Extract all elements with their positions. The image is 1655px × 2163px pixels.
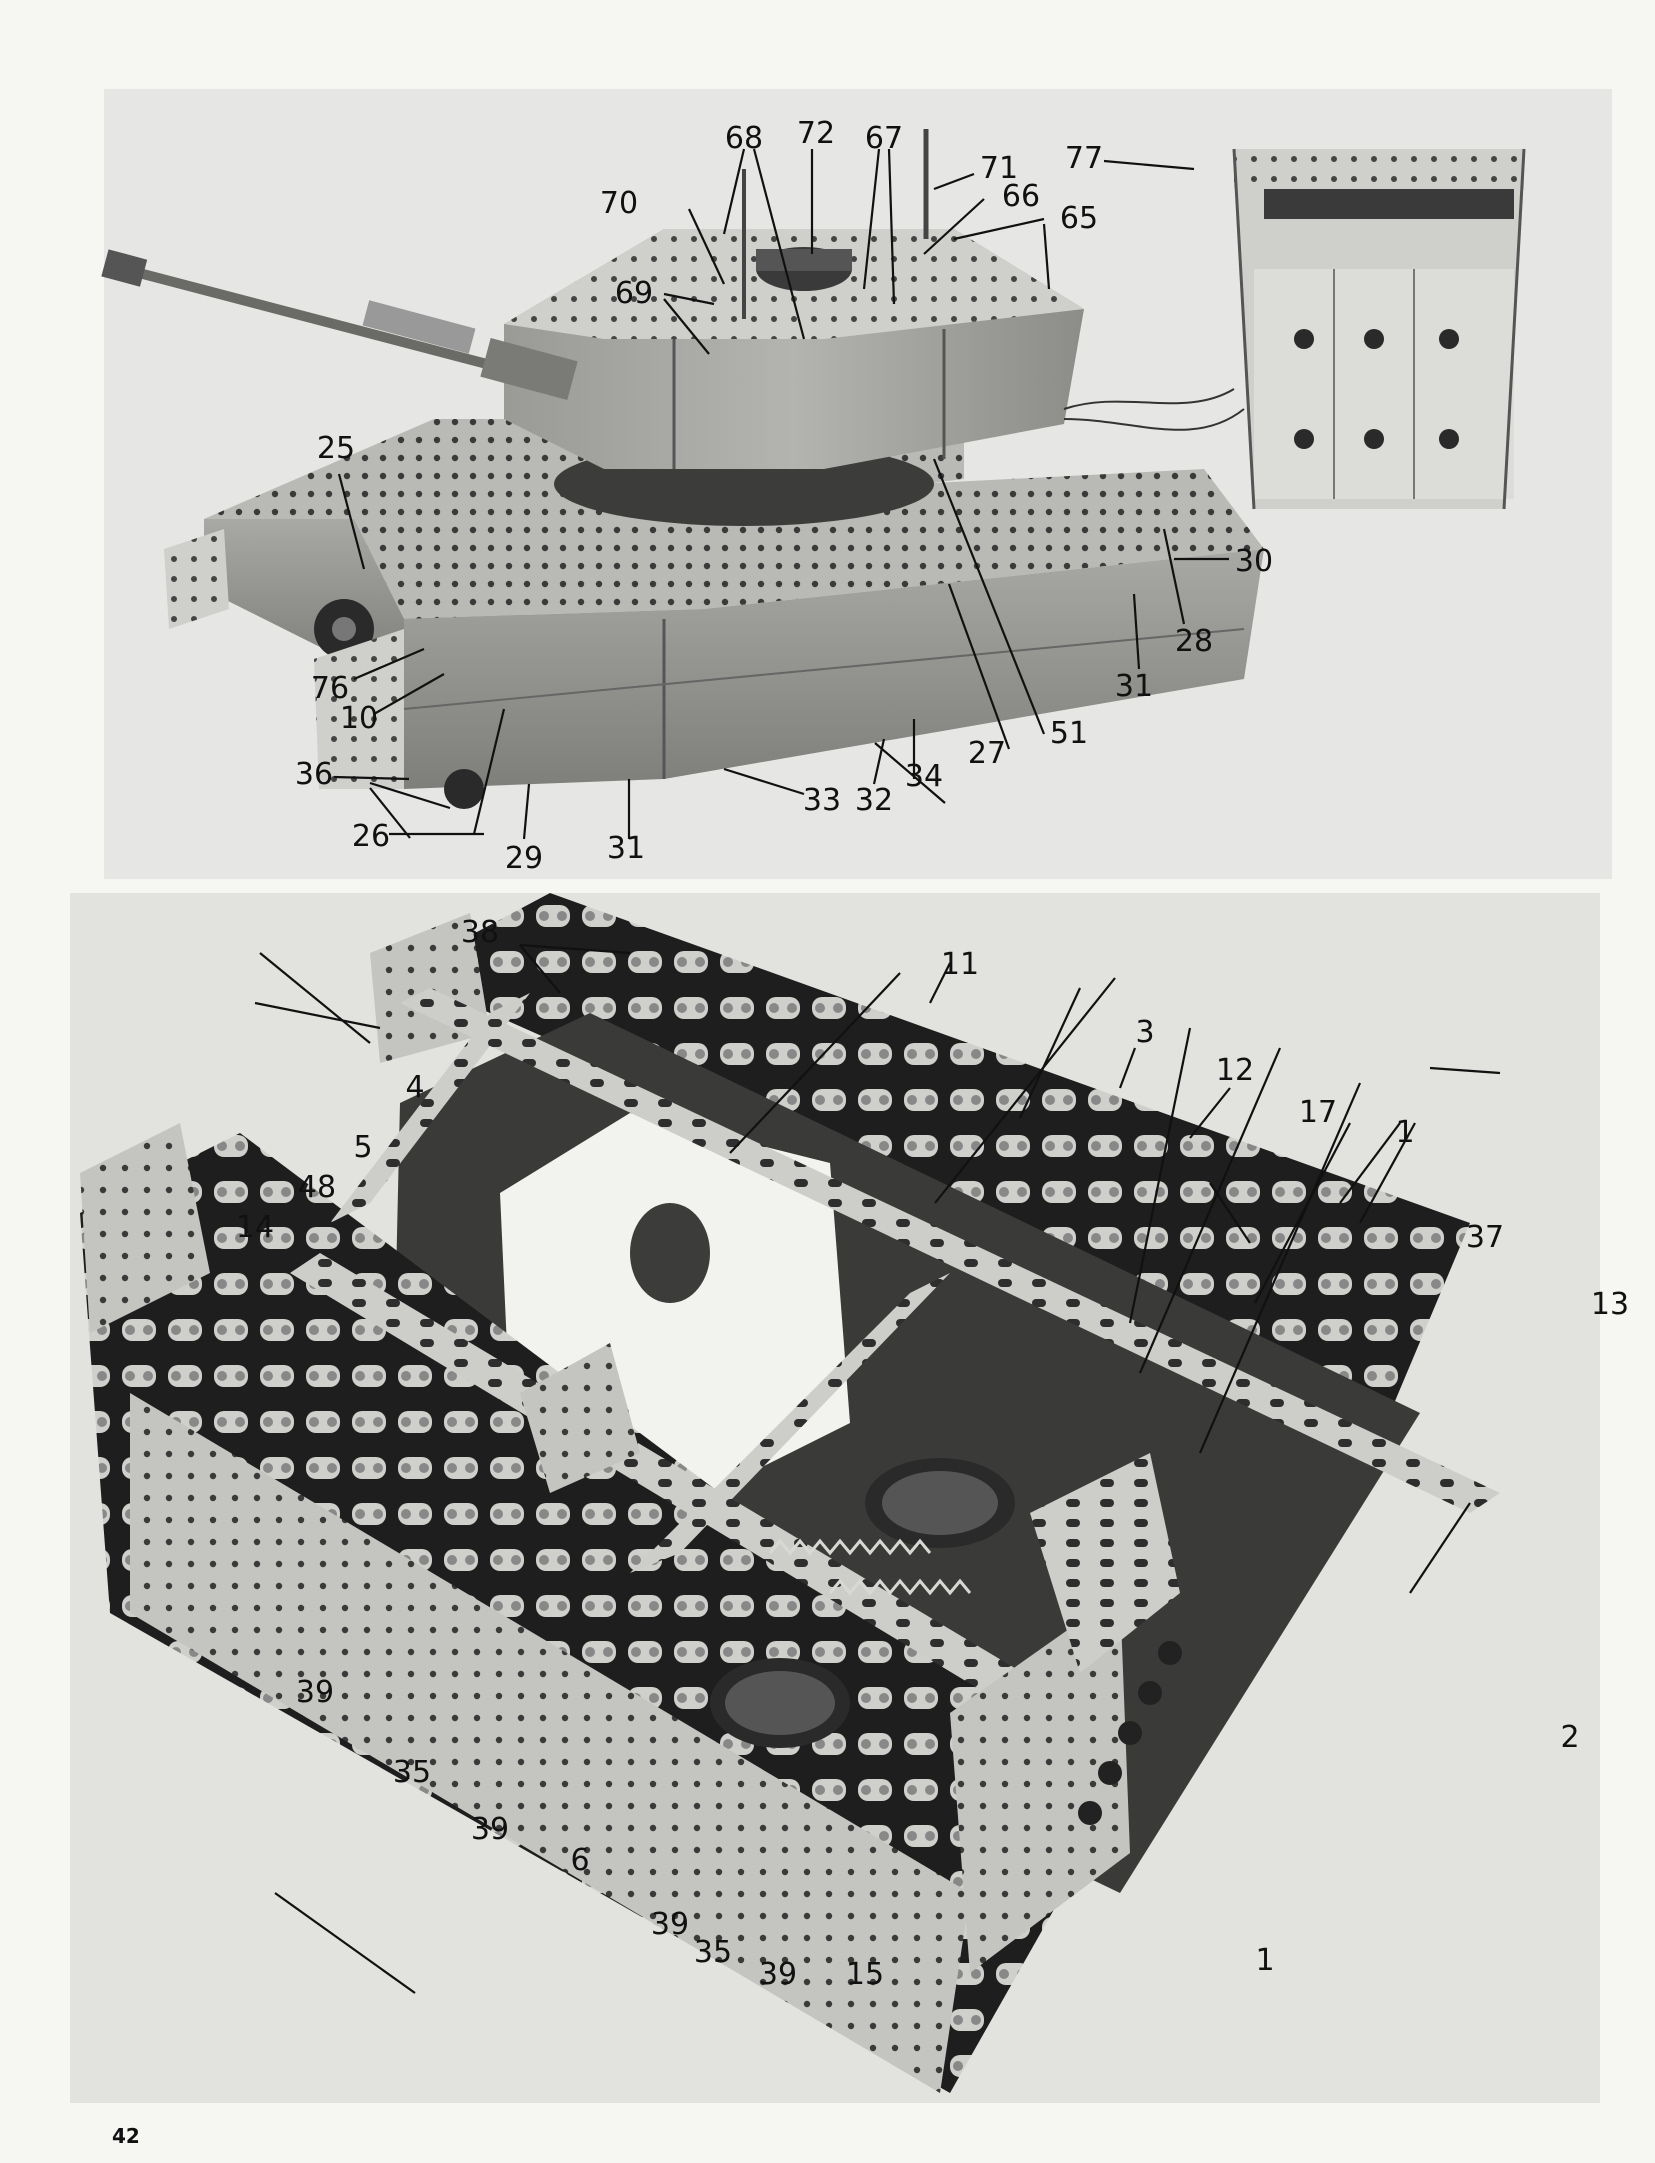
callout-27: 27 bbox=[967, 736, 1007, 771]
callout-39-d: 39 bbox=[758, 1957, 798, 1992]
callout-5: 5 bbox=[353, 1130, 373, 1165]
callout-13: 13 bbox=[1590, 1287, 1630, 1322]
far-track bbox=[400, 893, 1470, 1413]
callout-48: 48 bbox=[297, 1170, 337, 1205]
track-guard-left bbox=[164, 529, 229, 629]
callout-17: 17 bbox=[1298, 1095, 1338, 1130]
callout-6: 6 bbox=[570, 1843, 590, 1878]
mounting-plate bbox=[520, 1343, 640, 1493]
spring bbox=[768, 1538, 932, 1556]
muzzle-brake bbox=[101, 249, 148, 287]
callout-25: 25 bbox=[316, 431, 356, 466]
callout-15: 15 bbox=[845, 1957, 885, 1992]
callout-37: 37 bbox=[1465, 1220, 1505, 1255]
chassis-strip-far bbox=[400, 988, 1500, 1513]
front-track-guard bbox=[314, 629, 404, 789]
motor bbox=[630, 1203, 710, 1303]
chassis-photo: 38 11 3 12 4 17 1 5 48 37 14 13 2 39 35 … bbox=[70, 742, 1629, 2103]
callout-14: 14 bbox=[235, 1210, 275, 1245]
front-plate bbox=[950, 1593, 1130, 1973]
near-track-guard bbox=[80, 1123, 210, 1333]
callout-38: 38 bbox=[460, 915, 500, 950]
callout-2: 2 bbox=[1560, 1720, 1580, 1755]
callout-39-c: 39 bbox=[650, 1907, 690, 1942]
bottom-leader-lines bbox=[369, 742, 946, 839]
callout-31-left: 31 bbox=[606, 831, 646, 866]
callout-29: 29 bbox=[504, 841, 544, 876]
callout-26: 26 bbox=[351, 819, 391, 854]
chassis-illustration bbox=[80, 742, 1500, 2093]
near-side-plate bbox=[130, 1393, 970, 2093]
gun-mantlet bbox=[480, 338, 578, 400]
bottom-callout-leaders bbox=[254, 943, 1501, 1994]
callout-65: 65 bbox=[1059, 201, 1099, 236]
callout-67: 67 bbox=[864, 121, 904, 156]
callout-3: 3 bbox=[1135, 1015, 1155, 1050]
page-number: 42 bbox=[112, 2124, 140, 2148]
callout-39-a: 39 bbox=[295, 1675, 335, 1710]
callout-33: 33 bbox=[802, 783, 842, 818]
control-cable bbox=[1063, 388, 1235, 410]
top-leader-lines bbox=[333, 148, 1229, 840]
callout-76: 76 bbox=[310, 671, 350, 706]
spring bbox=[828, 1578, 972, 1596]
callout-77: 77 bbox=[1064, 141, 1104, 176]
gun-barrel bbox=[122, 264, 546, 384]
callout-31-right: 31 bbox=[1114, 669, 1154, 704]
cross-strip bbox=[630, 1273, 950, 1573]
front-wheel bbox=[444, 769, 484, 809]
callout-66: 66 bbox=[1001, 179, 1041, 214]
callout-30: 30 bbox=[1234, 544, 1274, 579]
battery-box bbox=[1232, 148, 1526, 510]
callout-71: 71 bbox=[979, 151, 1019, 186]
callout-68: 68 bbox=[724, 121, 764, 156]
callout-39-b: 39 bbox=[470, 1812, 510, 1847]
callout-72: 72 bbox=[796, 116, 836, 151]
callout-51: 51 bbox=[1049, 716, 1089, 751]
callout-10: 10 bbox=[339, 701, 379, 736]
tank-photo: 68 72 67 71 77 70 66 65 69 25 30 28 76 3… bbox=[101, 89, 1612, 879]
tank-illustration bbox=[101, 129, 1526, 840]
callout-69: 69 bbox=[614, 276, 654, 311]
callout-4: 4 bbox=[405, 1070, 425, 1105]
callout-36: 36 bbox=[294, 757, 334, 792]
chassis-strip-rear bbox=[330, 993, 530, 1223]
callout-35-a: 35 bbox=[392, 1755, 432, 1790]
callout-32: 32 bbox=[854, 783, 894, 818]
callout-35-b: 35 bbox=[693, 1935, 733, 1970]
callout-11: 11 bbox=[940, 947, 980, 982]
callout-12: 12 bbox=[1215, 1053, 1255, 1088]
callout-34: 34 bbox=[904, 759, 944, 794]
callout-70: 70 bbox=[599, 186, 639, 221]
front-cross-strip bbox=[1030, 1453, 1180, 1673]
callout-1-top: 1 bbox=[1395, 1115, 1415, 1150]
chassis-strip-near bbox=[290, 1253, 1090, 1738]
callout-28: 28 bbox=[1174, 624, 1214, 659]
callout-1-bottom: 1 bbox=[1255, 1943, 1275, 1978]
